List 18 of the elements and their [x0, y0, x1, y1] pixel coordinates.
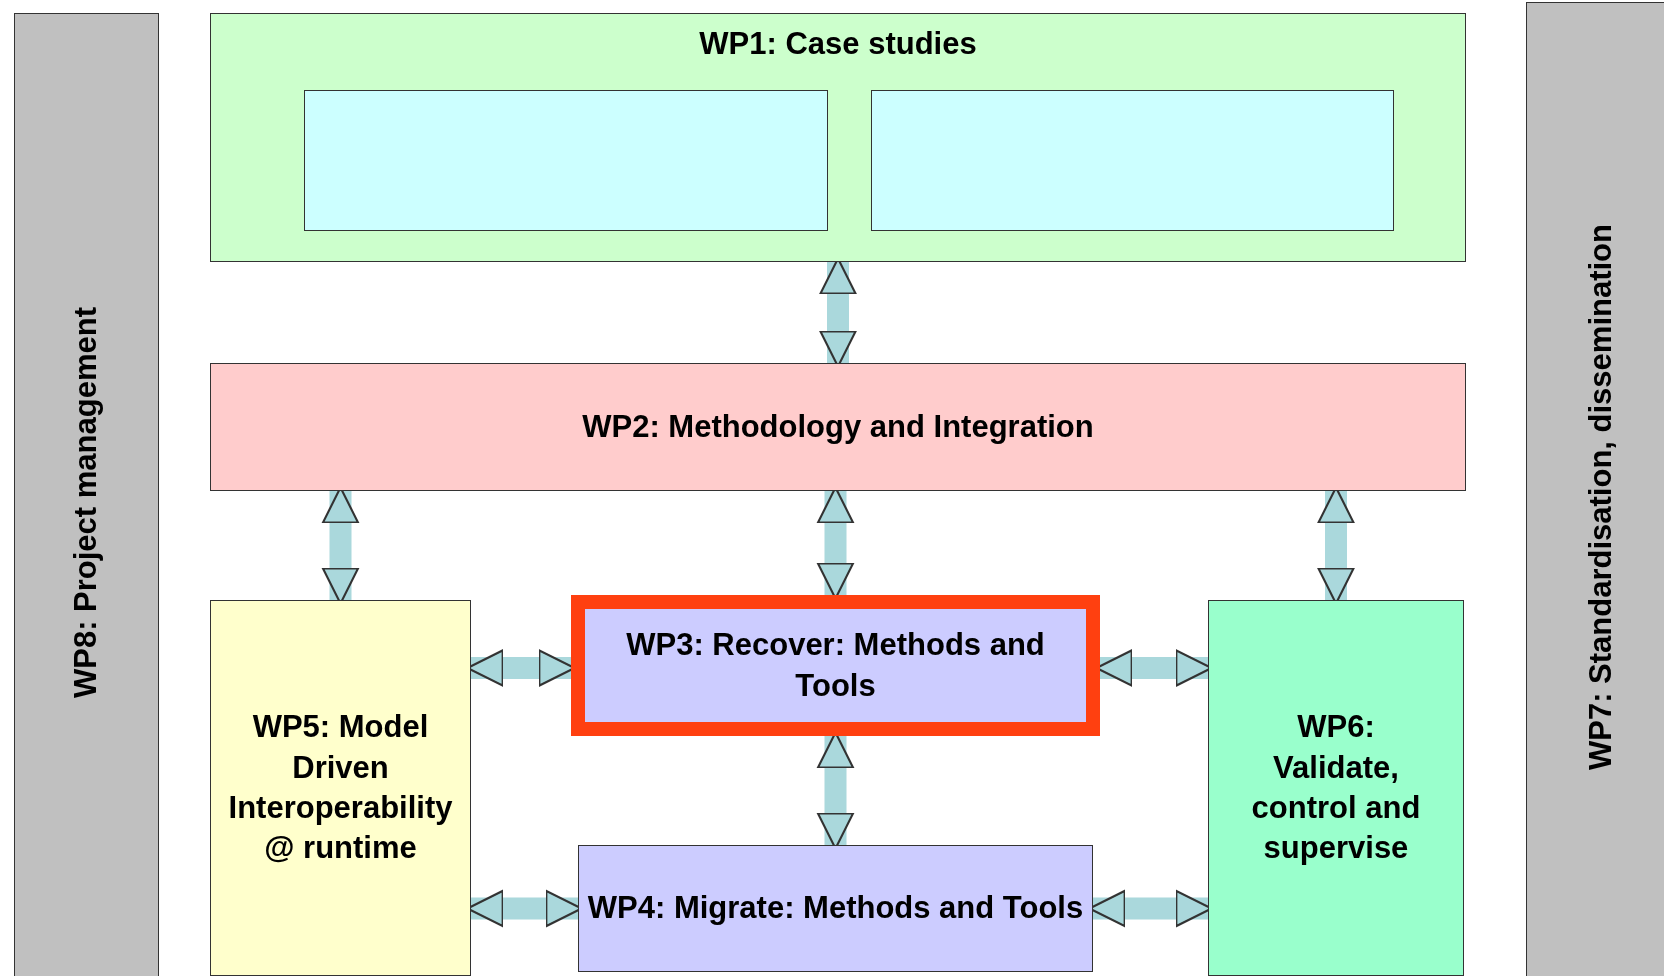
work-package-title: WP4: Migrate: Methods and Tools — [587, 889, 1084, 928]
work-package-box — [578, 845, 1093, 972]
work-package-title: WP8: Project management — [67, 307, 105, 699]
side-band — [14, 13, 159, 976]
work-package-title: WP1: Case studies — [699, 25, 977, 63]
work-package-title: WP7: Standardisation, dissemination — [1581, 224, 1619, 770]
work-package-title: WP2: Methodology and Integration — [582, 407, 1094, 446]
case-study-box — [304, 90, 828, 231]
work-package-title: WP6: Validate, control and supervise — [1250, 708, 1422, 868]
work-package-title: WP3: Recover: Methods and Tools — [625, 626, 1046, 705]
side-band — [1526, 2, 1664, 976]
work-package-box — [210, 600, 471, 976]
work-package-title: WP5: Model Driven Interoperability @ runtime — [227, 708, 454, 868]
work-package-box — [1208, 600, 1464, 976]
work-package-box — [571, 595, 1100, 736]
work-package-box — [210, 363, 1466, 491]
case-study-box — [871, 90, 1394, 231]
work-package-panel — [210, 13, 1466, 262]
